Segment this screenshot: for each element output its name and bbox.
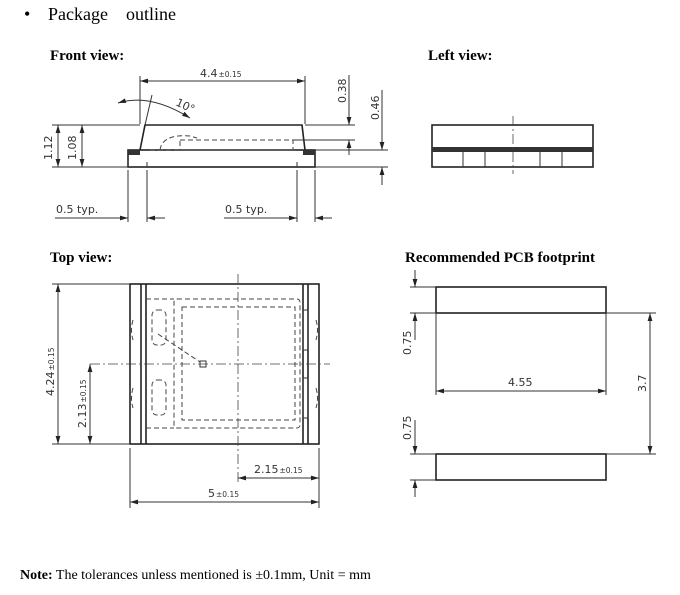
pcb-ext bbox=[410, 286, 656, 481]
angle-label: 10° bbox=[174, 96, 197, 116]
ext-lines bbox=[139, 76, 306, 124]
front-wire-outline bbox=[159, 135, 198, 151]
angle-ref bbox=[144, 94, 153, 126]
pad-length-label: 4.55 bbox=[508, 376, 533, 389]
pad-height-bottom-label: 0.75 bbox=[401, 416, 414, 441]
top-side-slots bbox=[131, 319, 318, 409]
dim-top-label: 0.38 bbox=[336, 79, 349, 104]
height-total-label: 1.12 bbox=[42, 136, 55, 161]
lead-left bbox=[128, 150, 140, 155]
width-label: 5±0.15 bbox=[208, 487, 239, 500]
top-right-slot-a bbox=[302, 309, 309, 351]
bullet-icon: • bbox=[24, 4, 30, 24]
left-view-title: Left view: bbox=[428, 48, 493, 64]
top-right-slot-b bbox=[302, 377, 309, 419]
top-die-inner bbox=[181, 306, 296, 421]
pcb-pad-top bbox=[435, 286, 607, 314]
top-die-outer bbox=[173, 298, 301, 429]
front-base bbox=[127, 149, 316, 168]
left-body bbox=[431, 124, 594, 168]
lead-right bbox=[303, 150, 315, 155]
angle-arc bbox=[117, 98, 191, 119]
dim-side-label: 0.46 bbox=[369, 96, 382, 121]
height-body-label: 1.08 bbox=[66, 136, 79, 161]
section-title: Package outline bbox=[48, 4, 176, 24]
top-leader bbox=[157, 333, 201, 363]
half-height-label: 2.13±0.15 bbox=[76, 379, 89, 428]
lead-left-label: 0.5 typ. bbox=[56, 203, 98, 216]
front-view-title: Front view: bbox=[50, 48, 124, 64]
length-label: 4.4±0.15 bbox=[200, 67, 242, 80]
top-pad-rails bbox=[146, 298, 174, 429]
top-view-title: Top view: bbox=[50, 250, 112, 266]
pcb-footprint: Recommended PCB footprint 0.75 0.75 4.55… bbox=[401, 250, 656, 497]
note: Note: The tolerances unless mentioned is… bbox=[20, 568, 371, 583]
pcb-pad-bottom bbox=[435, 453, 607, 481]
top-pad-lower bbox=[151, 379, 167, 416]
half-width-label: 2.15±0.15 bbox=[254, 463, 303, 476]
front-view: Front view: 4.4±0.15 10° 1.12 1.08 0.38 … bbox=[42, 48, 388, 222]
height-label: 4.24±0.15 bbox=[44, 347, 57, 396]
top-view: Top view: 4.24±0.15 2.13±0.15 2.15±0.15 … bbox=[44, 250, 330, 508]
lead-ext bbox=[127, 170, 316, 222]
top-pad-upper bbox=[151, 309, 167, 346]
left-divisions bbox=[462, 152, 563, 167]
pcb-footprint-title: Recommended PCB footprint bbox=[405, 250, 595, 266]
left-band bbox=[432, 147, 593, 152]
pad-height-top-label: 0.75 bbox=[401, 331, 414, 356]
lead-right-label: 0.5 typ. bbox=[225, 203, 267, 216]
overall-height-label: 3.7 bbox=[636, 375, 649, 393]
base-notches bbox=[127, 160, 298, 167]
height-ext bbox=[52, 124, 140, 168]
left-view: Left view: bbox=[428, 48, 594, 174]
right-ext bbox=[293, 124, 388, 168]
top-ext-h bbox=[52, 283, 130, 445]
front-die-outline bbox=[179, 139, 294, 151]
front-dome bbox=[139, 124, 306, 151]
